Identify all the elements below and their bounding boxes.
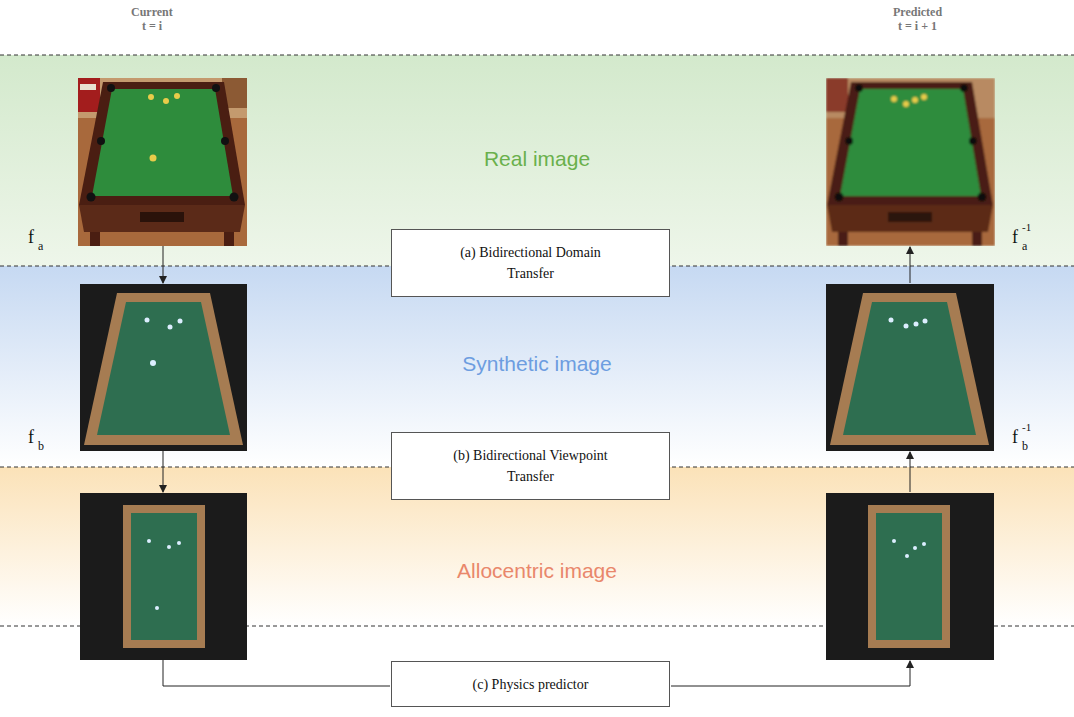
column-header: Predicted	[893, 6, 942, 18]
box-label: (b) Bidirectional Viewpoint Transfer	[443, 445, 618, 487]
real-photo	[78, 78, 247, 246]
function-superscript: -1	[1022, 422, 1031, 433]
box-text-group: (c) Physics predictor	[473, 674, 589, 695]
box-label: (c) Physics predictor	[473, 674, 589, 695]
function-name: f	[1012, 428, 1018, 446]
allocentric-left	[80, 493, 247, 660]
box-label: (a) Bidirectional Domain Transfer	[443, 242, 618, 284]
function-name: f	[28, 228, 34, 246]
domain-transfer-box: (a) Bidirectional Domain Transfer	[391, 229, 670, 297]
box-text-group: (a) Bidirectional Domain Transfer	[443, 242, 618, 284]
time-label: t = i + 1	[898, 20, 937, 32]
box-text-group: (b) Bidirectional Viewpoint Transfer	[443, 445, 618, 487]
function-superscript: -1	[1022, 222, 1031, 233]
function-subscript: b	[38, 440, 44, 452]
physics-predictor-box: (c) Physics predictor	[391, 661, 670, 707]
function-subscript: a	[38, 240, 43, 252]
flow-arrows	[163, 246, 910, 686]
function-subscript: a	[1022, 240, 1027, 252]
viewpoint-transfer-box: (b) Bidirectional Viewpoint Transfer	[391, 432, 670, 500]
function-name: f	[1012, 228, 1018, 246]
function-name: f	[28, 428, 34, 446]
predicted-photo	[826, 78, 995, 246]
time-label: t = i	[142, 20, 162, 32]
synthetic-left	[80, 284, 247, 451]
column-header: Current	[131, 6, 173, 18]
allocentric-right	[826, 493, 994, 660]
function-subscript: b	[1022, 440, 1028, 452]
synthetic-right	[826, 284, 994, 451]
